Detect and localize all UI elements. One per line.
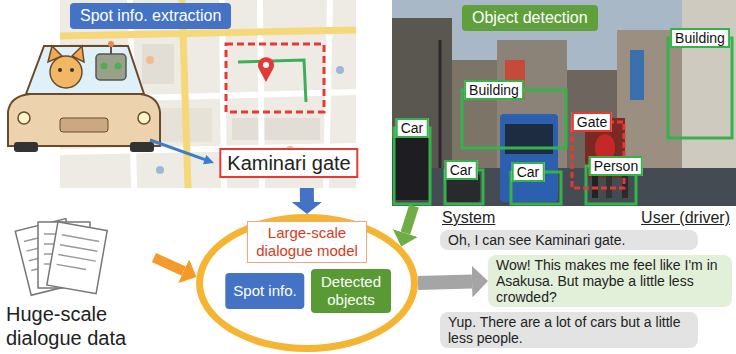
flow-arrow [300, 188, 314, 202]
node-text: Spot info. [233, 282, 296, 300]
detection-box [394, 38, 732, 204]
car-illustration [60, 118, 108, 132]
detection-tag: Car [512, 162, 545, 182]
leader-arrow [150, 140, 205, 160]
car-illustration [130, 142, 154, 152]
car-illustration [96, 54, 126, 80]
flow-arrow [405, 206, 414, 233]
node-text: Large-scale dialogue model [247, 221, 367, 263]
speaker-heading: User (driver) [641, 208, 730, 227]
street-photo [606, 174, 612, 198]
street-map [232, 118, 320, 140]
speaker-heading: System [442, 208, 495, 227]
leader-arrow [150, 140, 214, 164]
street-photo [392, 0, 736, 206]
flow-arrow [154, 258, 184, 272]
node-text: Detected objects [317, 273, 385, 309]
street-photo [630, 50, 644, 100]
dataset-node: Huge-scale dialogue data [4, 212, 154, 350]
car-illustration [115, 63, 122, 70]
node-text: Car [401, 120, 424, 136]
street-photo [439, 40, 442, 175]
detection-box [668, 38, 732, 138]
car-illustration [50, 56, 82, 88]
detection-tag: Building [670, 28, 730, 48]
system-bubble: Yup. There are a lot of cars but a littl… [440, 312, 698, 348]
node-text: Car [450, 162, 473, 178]
leader-arrow [203, 155, 214, 164]
detection-tag: Car [445, 160, 478, 180]
car-illustration [18, 112, 30, 124]
street-map [142, 44, 174, 84]
node-text: Object detection [462, 5, 598, 31]
node-text: Oh, I can see Kaminari gate. [448, 232, 690, 248]
street-map [336, 66, 344, 74]
car-illustration [58, 68, 62, 72]
street-photo [392, 168, 736, 206]
papers-icon [15, 219, 107, 296]
node-text: Building [469, 82, 519, 98]
model-circle: Large-scale dialogue modelSpot info. Dete… [196, 214, 418, 352]
car-illustration [138, 112, 150, 124]
detection-tag: Gate [572, 112, 612, 132]
node-text: Person [594, 158, 638, 174]
spot-info-box: Spot info. [225, 273, 304, 309]
detection-tag: Person [589, 156, 643, 176]
node-text: Kaminari gate [227, 151, 350, 175]
car-illustration [101, 63, 108, 70]
detection-box [394, 128, 430, 204]
node-text: Building [675, 30, 725, 46]
car-illustration [26, 46, 144, 94]
car-illustration [110, 46, 112, 54]
node-text: Car [517, 164, 540, 180]
node-text: Wow! This makes me feel like I'm in Asak… [496, 257, 724, 305]
papers-icon [57, 235, 100, 271]
street-photo [392, 0, 736, 206]
street-map [156, 166, 164, 174]
spot-label: Kaminari gate [219, 148, 358, 178]
detected-objects-box: Detected objects [311, 269, 391, 313]
car-illustration [14, 142, 38, 152]
detection-tag: Car [396, 118, 429, 138]
system-bubble: Oh, I can see Kaminari gate. [440, 230, 698, 250]
car-illustration [108, 41, 114, 47]
map-panel: Spot info. extractionKaminari gate [60, 0, 356, 188]
street-map [258, 57, 274, 82]
street-photo [392, 138, 430, 200]
car-illustration [8, 41, 160, 152]
node-text: Spot info. extraction [70, 3, 231, 29]
photo-panel: Object detectionBuildingBuildingGateCarC… [392, 0, 736, 206]
node-text: Yup. There are a lot of cars but a littl… [448, 314, 690, 346]
detection-tag: Building [464, 80, 524, 100]
user-bubble: Wow! This makes me feel like I'm in Asak… [488, 255, 732, 307]
street-map [226, 44, 324, 112]
papers-icon [47, 222, 107, 294]
street-map [146, 56, 154, 64]
node-text: Gate [577, 114, 607, 130]
street-photo [500, 114, 558, 202]
car-illustration [70, 68, 74, 72]
street-map [263, 62, 269, 68]
papers-icon [47, 222, 107, 294]
car-illustration [8, 94, 160, 146]
street-photo [682, 0, 736, 180]
flow-arrow [418, 281, 472, 283]
node-text: Huge-scale dialogue data [4, 302, 154, 350]
